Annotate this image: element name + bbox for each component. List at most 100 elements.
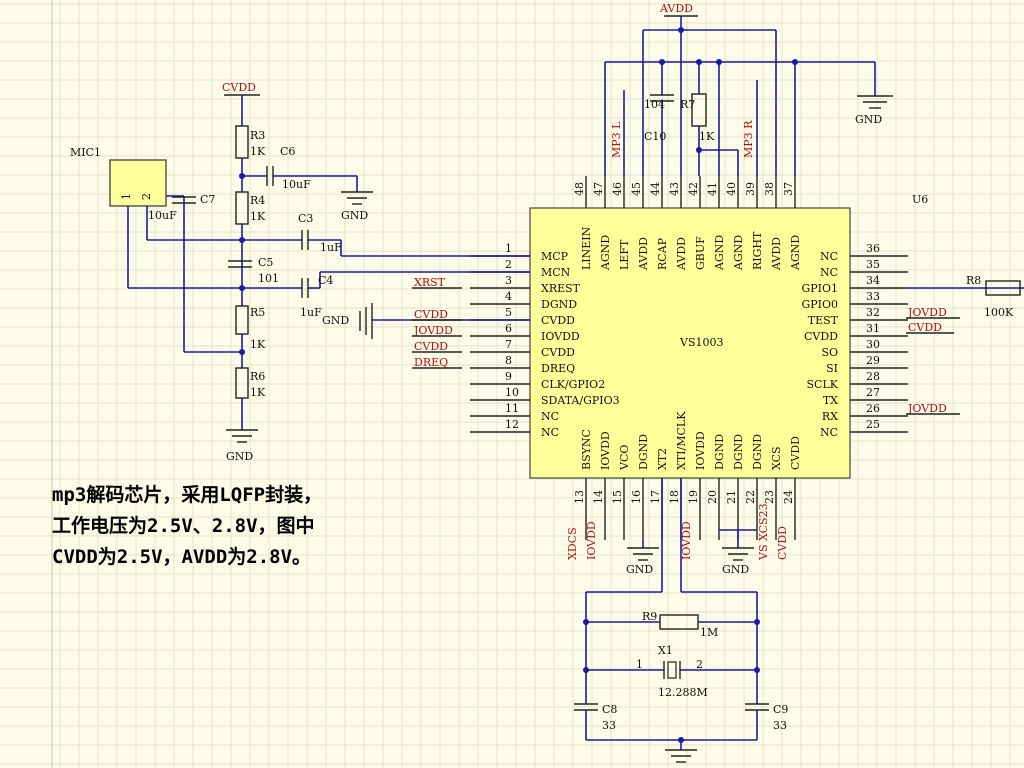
left-pin-number: 2 [505, 258, 512, 271]
top-pin-name: LINEIN [580, 226, 593, 270]
right-pin-number: 34 [866, 274, 880, 287]
c8-value: 33 [602, 719, 616, 732]
r4-value: 1K [250, 210, 266, 223]
gnd-label-top: GND [855, 113, 882, 126]
top-pin-name: AGND [713, 235, 726, 271]
bottom-pin-number: 14 [592, 490, 605, 504]
r9-value: 1M [700, 626, 718, 639]
left-pin-number: 5 [505, 306, 512, 319]
left-pin-number: 6 [505, 322, 512, 335]
mp3-left-net-label: MP3 L [610, 121, 623, 158]
bottom-pin-name: BSYNC [580, 429, 593, 470]
right-pin-number: 27 [866, 386, 880, 399]
jovdd-net-label-32: JOVDD [907, 306, 947, 319]
bottom-net-label: IOVDD [680, 521, 693, 560]
bottom-pin-number: 22 [744, 490, 757, 504]
right-pin-number: 33 [866, 290, 880, 303]
left-pin-name: IOVDD [541, 330, 580, 343]
left-pin-name: CVDD [541, 314, 575, 327]
r3-designator: R3 [250, 129, 265, 142]
microphone-section: CVDD R3 1K C6 10uF GND R4 1K MIC1 1 2 C7 [70, 81, 530, 463]
mp3-right-net-label: MP3 R [742, 120, 755, 158]
left-pin-number: 11 [505, 402, 519, 415]
right-pin-name: NC [820, 426, 838, 439]
r8-designator: R8 [966, 274, 981, 287]
r3-value: 1K [250, 145, 266, 158]
c9-value: 33 [773, 719, 787, 732]
top-pin-name: LEFT [618, 239, 631, 270]
bottom-pin-name: XTI/MCLK [675, 411, 688, 470]
bottom-pin-number: 21 [725, 490, 738, 504]
c6-value: 10uF [282, 178, 311, 191]
r8-value: 100K [984, 306, 1014, 319]
left-pin-number: 9 [505, 370, 512, 383]
left-pin-name: DGND [541, 298, 577, 311]
top-pin-name: AGND [789, 235, 802, 271]
top-pin-number: 41 [706, 182, 719, 196]
left-pin-name: XREST [541, 282, 581, 295]
bottom-pin-number: 19 [687, 490, 700, 504]
gnd-label-dgnd16: GND [626, 563, 653, 576]
x1-pin-2: 2 [696, 658, 703, 671]
left-pin-number: 1 [505, 242, 512, 255]
bottom-pin-number: 16 [630, 490, 643, 504]
top-pin-name: AVDD [770, 237, 783, 271]
right-pin-number: 29 [866, 354, 880, 367]
note-line-2: 工作电压为2.5V、2.8V，图中 [52, 515, 315, 537]
mic-pin-1: 1 [120, 193, 133, 200]
r7-designator: R7 [680, 98, 695, 111]
chip-body [529, 207, 851, 479]
top-pin-number: 42 [687, 182, 700, 196]
left-pin-number: 7 [505, 338, 512, 351]
c10-value: 104 [644, 98, 665, 111]
top-pin-name: RCAP [656, 237, 669, 270]
note-line-1: mp3解码芯片，采用LQFP封装， [52, 484, 323, 506]
top-pin-number: 45 [630, 182, 643, 196]
c4-value: 1uF [300, 306, 322, 319]
top-pin-number: 48 [573, 182, 586, 196]
right-pin-number: 35 [866, 258, 880, 271]
bottom-pin-name: XCS [770, 446, 783, 470]
left-pin-number: 12 [505, 418, 519, 431]
left-net-label: DREQ [414, 356, 448, 369]
u6-chip: U6 VS1003 1MCP2MCN3XREST4DGND5CVDD6IOVDD… [470, 176, 928, 540]
top-pin-name: AGND [732, 235, 745, 271]
top-pin-number: 44 [649, 182, 662, 196]
c3-designator: C3 [298, 212, 313, 225]
right-pin-number: 25 [866, 418, 880, 431]
x1-value: 12.288M [658, 686, 708, 699]
left-pin-name: NC [541, 426, 559, 439]
left-pin-name: MCP [541, 250, 569, 263]
right-pin-name: SO [821, 346, 838, 359]
bottom-pin-number: 23 [763, 490, 776, 504]
r6-value: 1K [250, 386, 266, 399]
avdd-net-label: AVDD [659, 2, 693, 15]
c3-value: 1uF [320, 241, 342, 254]
right-pin-number: 30 [866, 338, 880, 351]
bottom-pin-number: 15 [611, 490, 624, 504]
u6-designator: U6 [912, 193, 928, 206]
right-pin-name: GPIO1 [801, 282, 838, 295]
chip-part-name: VS1003 [679, 336, 723, 349]
left-net-label: XRST [414, 276, 446, 289]
top-pin-number: 43 [668, 182, 681, 196]
description-note: mp3解码芯片，采用LQFP封装， 工作电压为2.5V、2.8V，图中 CVDD… [52, 480, 452, 573]
left-net-label: CVDD [414, 340, 448, 353]
bottom-pin-name: DGND [713, 434, 726, 470]
bottom-net-label: CVDD [776, 526, 789, 560]
gnd-label-dgnd21: GND [722, 563, 749, 576]
bottom-pin-name: DGND [751, 434, 764, 470]
r7-value: 1K [699, 130, 715, 143]
top-pin-name: GBUF [694, 236, 707, 270]
bottom-pin-number: 13 [573, 490, 586, 504]
bottom-pin-name: IOVDD [599, 431, 612, 470]
top-pin-number: 39 [744, 182, 757, 196]
bottom-pin-number: 24 [782, 490, 795, 504]
cvdd-net-label: CVDD [222, 81, 256, 94]
right-pin-name: RX [822, 410, 838, 423]
c7-value: 10uF [148, 209, 177, 222]
r9-designator: R9 [642, 610, 657, 623]
